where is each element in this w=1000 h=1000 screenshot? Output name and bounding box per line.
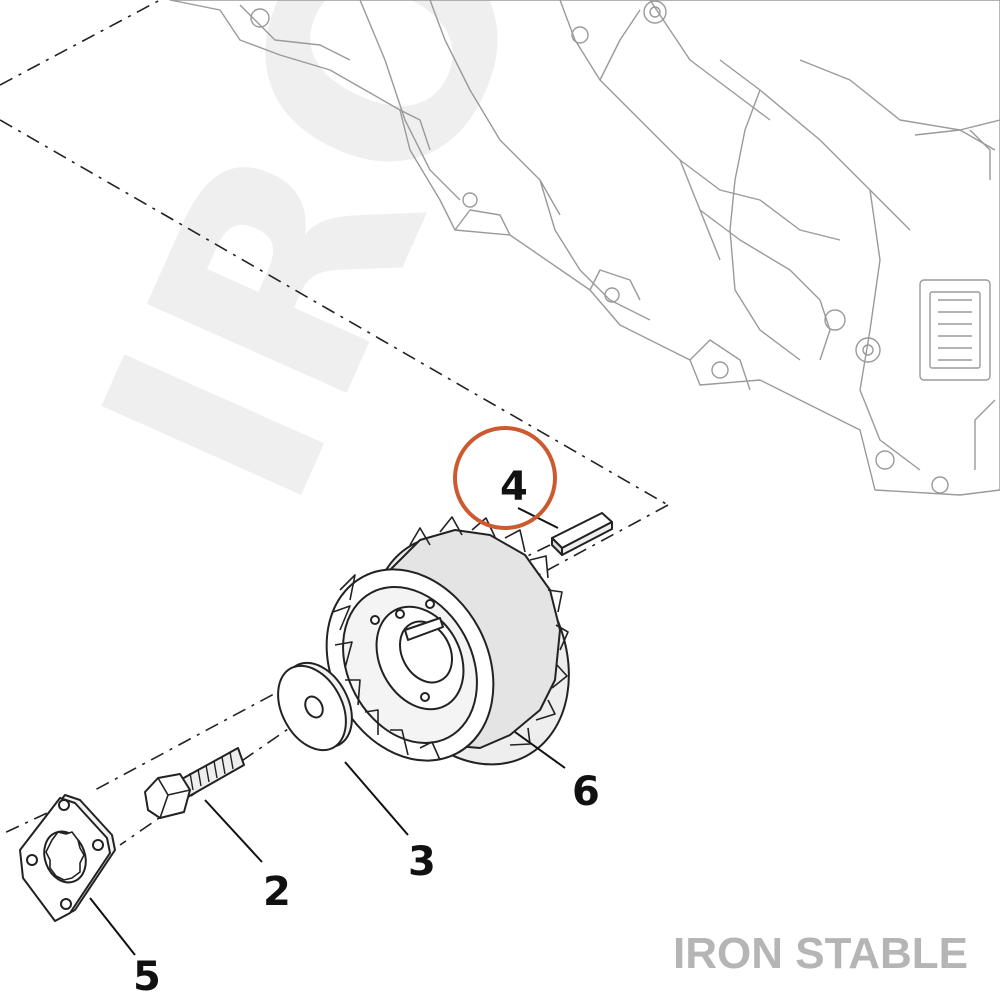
callout-3: 3 (408, 839, 436, 885)
callout-4: 4 (500, 464, 528, 510)
part-5-retaining-plate (19, 794, 116, 922)
part-3-washer (277, 661, 353, 752)
callout-5: 5 (133, 954, 161, 1000)
highlight-circle (453, 426, 557, 530)
part-2-bolt (144, 747, 245, 819)
part-4-key (551, 512, 613, 556)
part-6-sprocket (325, 516, 570, 766)
brand-logo-text: IRON STABLE (673, 929, 968, 978)
callout-2: 2 (263, 869, 291, 915)
sprocket-teeth (409, 516, 569, 746)
engine-housing (169, 0, 1000, 496)
callout-6: 6 (572, 769, 600, 815)
